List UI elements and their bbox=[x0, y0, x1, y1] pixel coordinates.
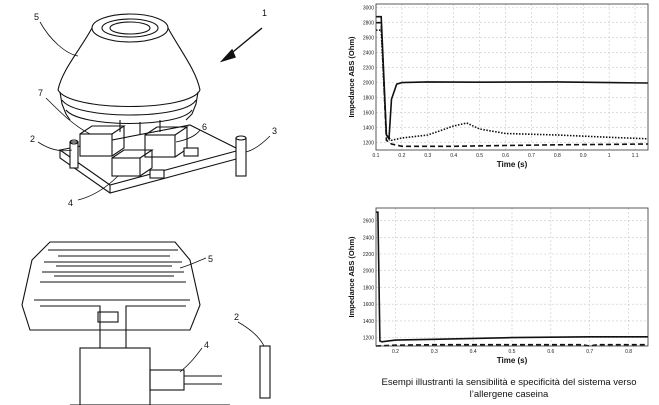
x-axis-label: Time (s) bbox=[497, 160, 528, 169]
y-tick-label: 2600 bbox=[363, 36, 374, 42]
y-axis-label: Impedance ABS (Ohm) bbox=[347, 236, 356, 317]
y-axis-label: Impedance ABS (Ohm) bbox=[347, 36, 356, 117]
y-tick-label: 1600 bbox=[363, 111, 374, 117]
y-tick-label: 2400 bbox=[363, 235, 374, 241]
rod-two-lower bbox=[259, 345, 271, 399]
y-tick-label: 1400 bbox=[363, 319, 374, 325]
x-tick-label: 0.4 bbox=[450, 153, 457, 159]
rod-three bbox=[235, 135, 247, 177]
ref-label-6: 6 bbox=[202, 122, 207, 132]
x-tick-label: 0.6 bbox=[502, 153, 509, 159]
cone-cap bbox=[57, 13, 201, 124]
device-illustration: 1 5 7 2 6 3 4 5 2 4 bbox=[21, 8, 277, 405]
series-line-solid bbox=[376, 211, 648, 343]
figure-caption: Esempi illustranti la sensibilità e spec… bbox=[362, 377, 656, 401]
y-tick-label: 1200 bbox=[363, 336, 374, 342]
ref-label-4-lower: 4 bbox=[204, 340, 209, 350]
x-tick-label: 0.8 bbox=[554, 153, 561, 159]
cross-section bbox=[21, 241, 230, 405]
x-tick-label: 0.5 bbox=[476, 153, 483, 159]
y-tick-label: 2600 bbox=[363, 219, 374, 225]
x-tick-label: 0.8 bbox=[625, 349, 632, 355]
y-tick-label: 1800 bbox=[363, 96, 374, 102]
y-tick-label: 2800 bbox=[363, 21, 374, 27]
y-tick-label: 2200 bbox=[363, 66, 374, 72]
x-tick-label: 1 bbox=[608, 153, 611, 159]
x-tick-label: 1.1 bbox=[632, 153, 639, 159]
chart-bottom: 0.2 0.3 0.4 0.5 0.6 0.7 0.8 1200 1400 1600 1800 200… bbox=[336, 204, 654, 368]
y-tick-label: 3000 bbox=[363, 6, 374, 12]
ref-label-3: 3 bbox=[272, 126, 277, 136]
ref-label-5: 5 bbox=[34, 12, 39, 22]
ref-label-1: 1 bbox=[262, 8, 267, 18]
y-tick-label: 1600 bbox=[363, 302, 374, 308]
chart-top-svg: 0.1 0.2 0.3 0.4 0.5 0.6 0.7 0.8 0.9 1 1.1 1200 1400 1… bbox=[347, 3, 649, 169]
x-tick-label: 0.7 bbox=[528, 153, 535, 159]
figure-arrow bbox=[219, 27, 263, 63]
x-tick-label: 0.2 bbox=[398, 153, 405, 159]
y-tick-label: 2200 bbox=[363, 252, 374, 258]
y-tick-label: 1400 bbox=[363, 126, 374, 132]
chart-bottom-svg: 0.2 0.3 0.4 0.5 0.6 0.7 0.8 1200 1400 1600 1800 200… bbox=[347, 207, 649, 365]
chart-top: 0.1 0.2 0.3 0.4 0.5 0.6 0.7 0.8 0.9 1 1.1 1200 1400 1… bbox=[336, 0, 654, 172]
ref-label-4: 4 bbox=[68, 198, 73, 208]
x-tick-label: 0.9 bbox=[580, 153, 587, 159]
caption-line-1: Esempi illustranti la sensibilità e spec… bbox=[381, 377, 637, 388]
x-tick-label: 0.6 bbox=[547, 349, 554, 355]
x-tick-label: 0.5 bbox=[509, 349, 516, 355]
y-tick-label: 1200 bbox=[363, 141, 374, 147]
x-tick-label: 0.4 bbox=[470, 349, 477, 355]
y-tick-label: 2000 bbox=[363, 81, 374, 87]
series-line-dashed bbox=[376, 21, 649, 148]
patent-drawing: 1 5 7 2 6 3 4 5 2 4 bbox=[21, 8, 277, 405]
ref-label-7: 7 bbox=[38, 88, 43, 98]
caption-line-2: l’allergene caseina bbox=[469, 389, 549, 400]
x-tick-label: 0.1 bbox=[373, 153, 380, 159]
x-tick-label: 0.2 bbox=[392, 349, 399, 355]
y-tick-label: 2400 bbox=[363, 51, 374, 57]
x-axis-label: Time (s) bbox=[497, 356, 528, 365]
y-tick-label: 1800 bbox=[363, 285, 374, 291]
plot-frame bbox=[375, 207, 649, 347]
y-tick-label: 2000 bbox=[363, 269, 374, 275]
series-line-dashed bbox=[375, 343, 648, 347]
ref-label-2: 2 bbox=[30, 134, 35, 144]
x-tick-label: 0.3 bbox=[431, 349, 438, 355]
x-tick-label: 0.3 bbox=[424, 153, 431, 159]
base-plate bbox=[58, 120, 242, 194]
ref-label-2-lower: 2 bbox=[234, 312, 239, 322]
plot-area bbox=[376, 4, 648, 150]
leader-lines bbox=[37, 21, 271, 373]
x-tick-label: 0.7 bbox=[586, 349, 593, 355]
ref-label-5-lower: 5 bbox=[208, 254, 213, 264]
plot-frame bbox=[375, 3, 649, 151]
